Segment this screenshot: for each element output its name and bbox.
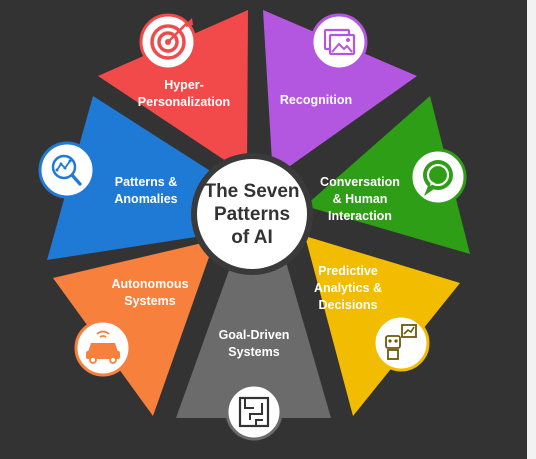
label-autonomous-1: Autonomous: [111, 277, 188, 291]
center-title-line-1: The Seven: [204, 181, 299, 202]
label-predictive-3: Decisions: [318, 298, 377, 312]
label-goal-driven-2: Systems: [228, 345, 279, 359]
image-gallery-icon: [310, 13, 368, 71]
magnifier-graph-icon: [38, 141, 96, 199]
segment-hyper-personalization: [98, 10, 248, 175]
label-patterns-anomalies-2: Anomalies: [114, 192, 177, 206]
segment-goal-driven: [176, 262, 331, 418]
segment-recognition: [263, 10, 417, 178]
autonomous-car-icon: [74, 319, 132, 377]
label-goal-driven-1: Goal-Driven: [219, 328, 290, 342]
segment-conversation: [305, 96, 470, 254]
label-conversation-2: & Human: [333, 192, 388, 206]
label-conversation-3: Interaction: [328, 209, 392, 223]
maze-icon: [225, 383, 283, 441]
robot-chart-icon: [372, 314, 430, 372]
segment-patterns-anomalies: [47, 96, 215, 260]
label-predictive-1: Predictive: [318, 264, 378, 278]
segment-autonomous: [53, 240, 215, 416]
label-autonomous-2: Systems: [124, 294, 175, 308]
label-patterns-anomalies-1: Patterns &: [115, 175, 178, 189]
center-title-line-3: of AI: [231, 227, 273, 248]
center-title-line-2: Patterns: [214, 204, 290, 225]
label-hyper-personalization-1: Hyper-: [164, 78, 204, 92]
target-icon: [139, 13, 197, 71]
label-predictive-2: Analytics &: [314, 281, 382, 295]
page-margin: [527, 0, 536, 459]
label-conversation-1: Conversation: [320, 175, 400, 189]
label-recognition: Recognition: [280, 93, 352, 107]
chat-bubble-icon: [409, 148, 467, 206]
center-circle: [191, 153, 313, 275]
label-hyper-personalization-2: Personalization: [138, 95, 230, 109]
